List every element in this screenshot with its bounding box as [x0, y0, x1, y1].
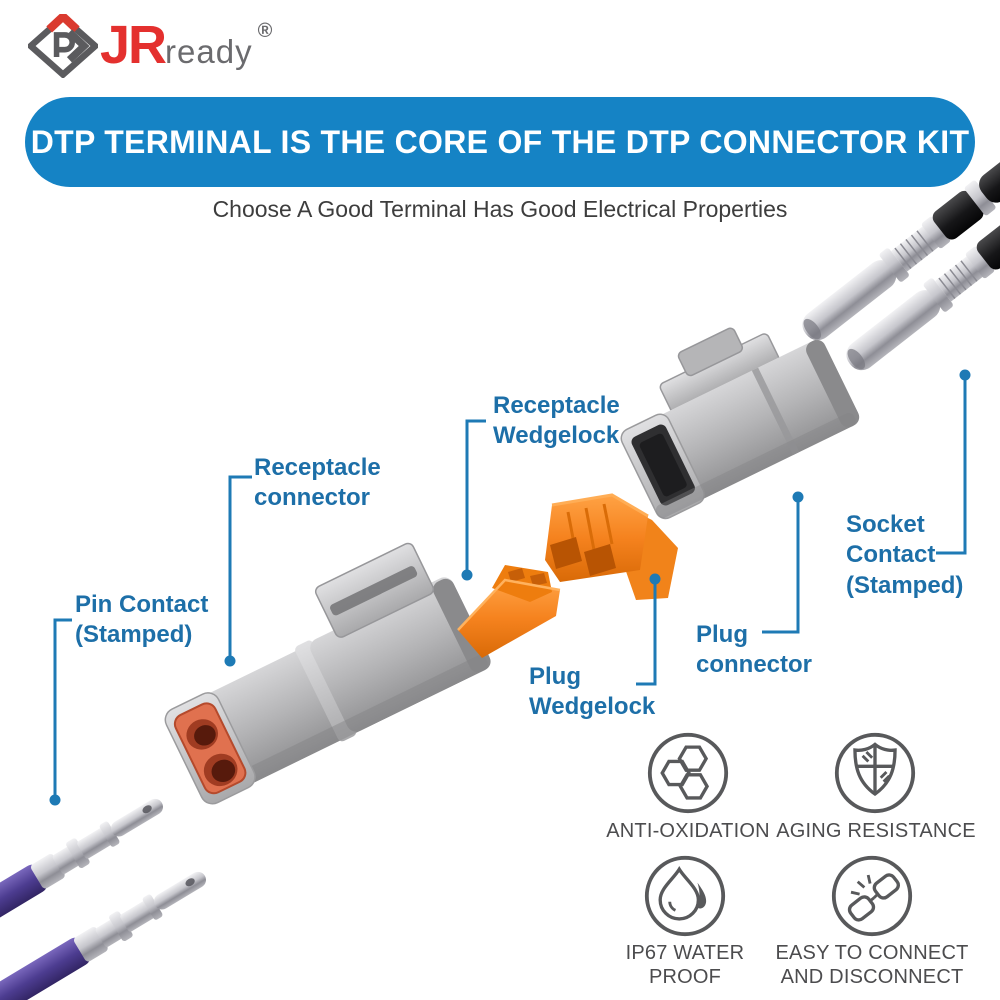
headline-banner: DTP TERMINAL IS THE CORE OF THE DTP CONN… [25, 97, 975, 187]
callout-line: Receptacle [493, 392, 620, 419]
leader-socket-contact [936, 369, 971, 555]
callout-line: Socket [846, 511, 925, 538]
callout-line: Wedgelock [529, 693, 656, 721]
callout-line: connector [254, 484, 371, 512]
brand-logo-icon [25, 10, 101, 83]
leader-receptacle-wedgelock [461, 419, 486, 581]
leader-plug-wedgelock [636, 573, 661, 686]
plug-connector-art [620, 327, 860, 520]
receptacle-wedgelock-art [457, 565, 561, 658]
banner-title: DTP TERMINAL IS THE CORE OF THE DTP CONN… [30, 123, 970, 160]
aging-resistance-icon [833, 731, 917, 820]
leader-plug-connector [762, 491, 804, 634]
callout-line: Plug [696, 621, 748, 648]
plug-wedgelock-art [545, 493, 678, 600]
pin-contact-art [0, 789, 213, 1000]
aging-resistance-label: AGING RESISTANCE [774, 819, 978, 843]
callout-line: (Stamped) [75, 621, 193, 649]
leader-lines [49, 369, 971, 806]
leader-pin-contact [49, 618, 72, 806]
callout-line: Contact [846, 541, 936, 569]
label-plug-wedgelock: Plug Wedgelock [529, 662, 655, 723]
label-receptacle-wedgelock: Receptacle Wedgelock [493, 391, 620, 452]
easy-connect-label: EASY TO CONNECT AND DISCONNECT [770, 941, 974, 989]
leader-receptacle-connector [224, 475, 252, 667]
callout-line: Pin Contact [75, 591, 209, 618]
callout-line: Receptacle [254, 454, 381, 481]
anti-oxidation-icon [646, 731, 730, 820]
subtitle: Choose A Good Terminal Has Good Electric… [212, 196, 788, 222]
waterproof-icon [643, 854, 727, 943]
callout-line: (Stamped) [846, 571, 964, 599]
label-plug-connector: Plug connector [696, 620, 812, 681]
feature-line: ANTI-OXIDATION [606, 820, 770, 842]
feature-line: PROOF [648, 966, 722, 988]
brand-name-light: ready [165, 33, 253, 70]
feature-line: EASY TO CONNECT [775, 942, 969, 964]
label-receptacle-connector: Receptacle connector [254, 453, 381, 514]
anti-oxidation-label: ANTI-OXIDATION [586, 819, 790, 843]
callout-line: Plug [529, 663, 581, 690]
callout-line: connector [696, 651, 813, 679]
easy-connect-icon [830, 854, 914, 943]
brand-name-bold: JR [100, 15, 167, 75]
brand-logo: JR ready ® [25, 10, 273, 83]
callout-line: Wedgelock [493, 422, 620, 450]
waterproof-label: IP67 WATER PROOF [583, 941, 787, 989]
receptacle-connector-art [164, 542, 491, 805]
label-socket-contact: Socket Contact (Stamped) [846, 510, 963, 601]
label-pin-contact: Pin Contact (Stamped) [75, 590, 208, 651]
feature-line: AND DISCONNECT [780, 966, 964, 988]
feature-line: AGING RESISTANCE [776, 820, 976, 842]
registered-trademark: ® [257, 20, 273, 42]
feature-line: IP67 WATER [625, 942, 745, 964]
